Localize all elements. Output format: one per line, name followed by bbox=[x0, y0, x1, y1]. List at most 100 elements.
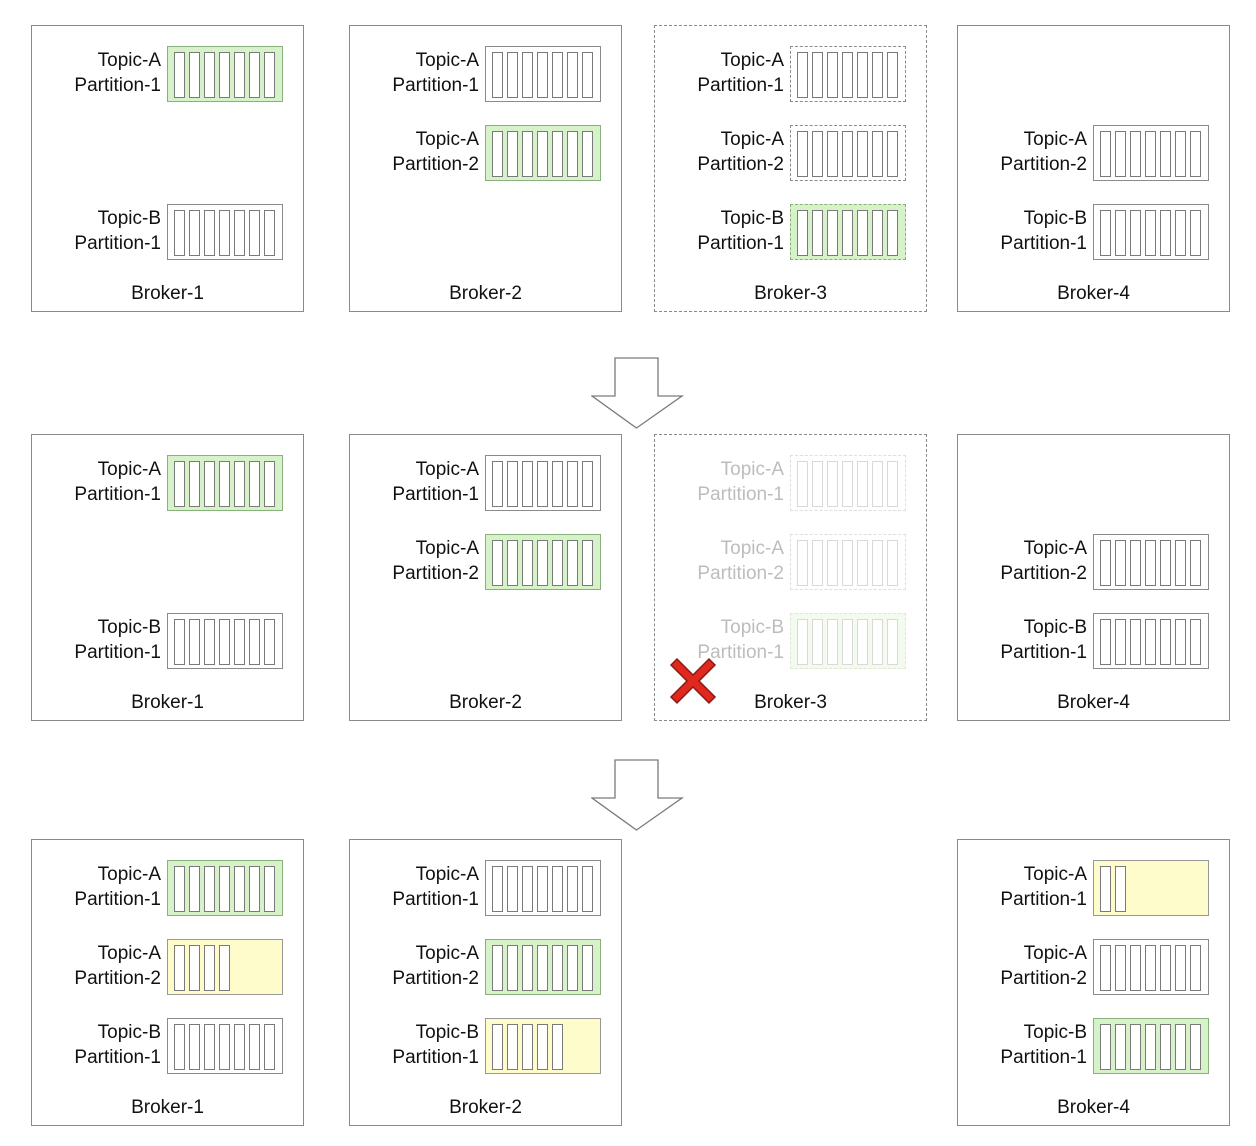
log-segment bbox=[537, 52, 548, 98]
log-segment bbox=[234, 619, 245, 665]
partition-name: Partition-2 bbox=[392, 563, 479, 584]
log-segment bbox=[567, 52, 578, 98]
topic-name: Topic-A bbox=[1023, 864, 1087, 885]
partition-log bbox=[485, 455, 601, 511]
topic-name: Topic-B bbox=[1023, 1022, 1087, 1043]
log-segment bbox=[234, 52, 245, 98]
topic-name: Topic-A bbox=[415, 459, 479, 480]
log-segment bbox=[1100, 1024, 1111, 1070]
log-segment bbox=[507, 461, 518, 507]
partition-log bbox=[485, 1018, 601, 1074]
topic-name: Topic-A bbox=[720, 459, 784, 480]
log-segment bbox=[189, 210, 200, 256]
log-segment bbox=[1100, 866, 1111, 912]
topic-name: Topic-A bbox=[1023, 129, 1087, 150]
broker-label: Broker-1 bbox=[131, 692, 204, 713]
log-segment bbox=[797, 540, 808, 586]
partition-log bbox=[485, 939, 601, 995]
log-segment bbox=[1115, 945, 1126, 991]
log-segment bbox=[219, 866, 230, 912]
log-segment bbox=[1145, 619, 1156, 665]
partition-name: Partition-1 bbox=[697, 75, 784, 96]
log-segment bbox=[582, 52, 593, 98]
partition-log bbox=[790, 125, 906, 181]
log-segment bbox=[522, 131, 533, 177]
log-segment bbox=[264, 52, 275, 98]
log-segment bbox=[842, 540, 853, 586]
log-segment bbox=[797, 619, 808, 665]
partition-log bbox=[167, 46, 283, 102]
log-segment bbox=[857, 619, 868, 665]
partition-log bbox=[790, 613, 906, 669]
partition-log bbox=[1093, 939, 1209, 995]
log-segment bbox=[249, 210, 260, 256]
topic-name: Topic-A bbox=[97, 50, 161, 71]
partition-log bbox=[790, 204, 906, 260]
topic-name: Topic-B bbox=[720, 617, 784, 638]
log-segment bbox=[204, 619, 215, 665]
topic-name: Topic-A bbox=[720, 129, 784, 150]
log-segment bbox=[1160, 1024, 1171, 1070]
log-segment bbox=[552, 945, 563, 991]
log-segment bbox=[1175, 1024, 1186, 1070]
log-segment bbox=[842, 131, 853, 177]
log-segment bbox=[264, 1024, 275, 1070]
topic-name: Topic-A bbox=[97, 864, 161, 885]
log-segment bbox=[812, 461, 823, 507]
log-segment bbox=[872, 131, 883, 177]
log-segment bbox=[174, 866, 185, 912]
log-segment bbox=[204, 945, 215, 991]
log-segment bbox=[249, 461, 260, 507]
log-segment bbox=[1115, 619, 1126, 665]
log-segment bbox=[1175, 210, 1186, 256]
broker-label: Broker-4 bbox=[1057, 1097, 1130, 1118]
log-segment bbox=[1145, 540, 1156, 586]
log-segment bbox=[582, 945, 593, 991]
log-segment bbox=[842, 52, 853, 98]
log-segment bbox=[552, 461, 563, 507]
partition-log bbox=[167, 613, 283, 669]
partition-log bbox=[1093, 613, 1209, 669]
log-segment bbox=[827, 52, 838, 98]
broker-label: Broker-2 bbox=[449, 283, 522, 304]
partition-log bbox=[1093, 1018, 1209, 1074]
partition-name: Partition-1 bbox=[74, 642, 161, 663]
log-segment bbox=[1115, 210, 1126, 256]
failure-x-icon bbox=[669, 657, 717, 705]
partition-log bbox=[790, 455, 906, 511]
log-segment bbox=[492, 1024, 503, 1070]
log-segment bbox=[174, 945, 185, 991]
log-segment bbox=[204, 210, 215, 256]
partition-log bbox=[167, 1018, 283, 1074]
partition-log bbox=[1093, 860, 1209, 916]
topic-name: Topic-A bbox=[720, 50, 784, 71]
log-segment bbox=[812, 619, 823, 665]
log-segment bbox=[1100, 210, 1111, 256]
log-segment bbox=[174, 461, 185, 507]
log-segment bbox=[1160, 945, 1171, 991]
topic-name: Topic-B bbox=[97, 208, 161, 229]
topic-name: Topic-A bbox=[1023, 943, 1087, 964]
log-segment bbox=[842, 210, 853, 256]
log-segment bbox=[249, 52, 260, 98]
log-segment bbox=[552, 52, 563, 98]
